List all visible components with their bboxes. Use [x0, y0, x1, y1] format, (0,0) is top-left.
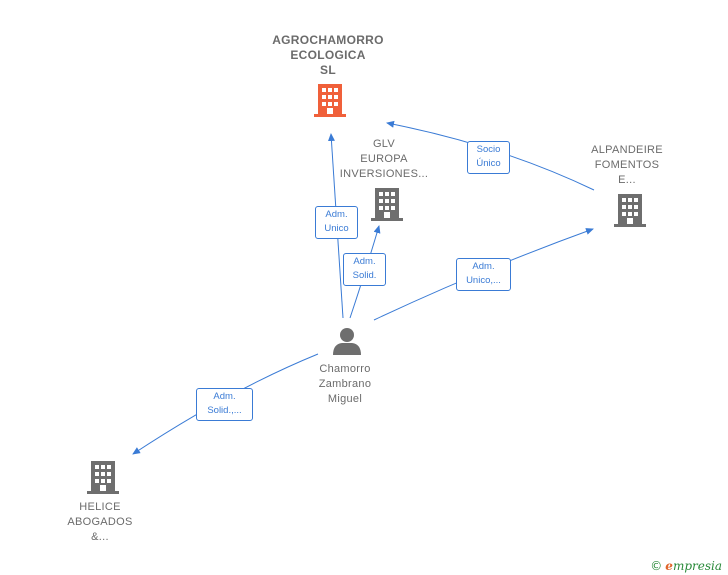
- edge-label-adm-unico-agro[interactable]: Adm. Unico: [315, 206, 358, 239]
- edge-label-line: Adm.: [213, 391, 236, 402]
- edge-label-adm-unico-alp[interactable]: Adm. Unico,...: [456, 258, 511, 291]
- node-label-line: Chamorro: [319, 363, 371, 375]
- node-label-line: ABOGADOS: [67, 516, 133, 528]
- node-label-line: ALPANDEIRE: [591, 144, 663, 156]
- copyright-icon: ©: [650, 559, 663, 573]
- brand-logo-text: mpresia: [672, 559, 722, 573]
- edge-label-line: Único: [476, 158, 501, 169]
- edge-label-line: Solid.,...: [207, 405, 242, 416]
- node-label-chamorro[interactable]: Chamorro Zambrano Miguel: [295, 362, 395, 407]
- edge-label-line: Socio: [476, 144, 501, 155]
- edge-label-line: Adm.: [325, 209, 348, 220]
- node-label-glv[interactable]: GLV EUROPA INVERSIONES...: [324, 137, 444, 182]
- node-label-line: E...: [618, 174, 636, 186]
- brand-footer: ©empresia: [650, 559, 722, 573]
- node-label-line: AGROCHAMORRO: [272, 33, 384, 47]
- brand-logo-letter: e: [665, 559, 673, 573]
- edge-label-line: Solid.: [352, 270, 377, 281]
- edge-label-line: Unico,...: [466, 275, 501, 286]
- edge-label-line: Unico: [324, 223, 349, 234]
- edge-label-line: Adm.: [353, 256, 376, 267]
- node-label-line: HELICE: [79, 501, 121, 513]
- node-label-line: &...: [91, 531, 109, 543]
- person-icon[interactable]: [333, 328, 361, 355]
- node-label-line: GLV: [372, 138, 396, 150]
- edge-label-socio-unico[interactable]: Socio Único: [467, 141, 510, 174]
- edge-label-adm-solid-helice[interactable]: Adm. Solid.,...: [196, 388, 253, 421]
- building-icon[interactable]: [87, 461, 119, 494]
- node-label-line: INVERSIONES...: [339, 168, 429, 180]
- building-icon[interactable]: [614, 194, 646, 227]
- building-icon[interactable]: [314, 84, 346, 117]
- node-label-agrochamorro[interactable]: AGROCHAMORRO ECOLOGICA SL: [258, 33, 398, 78]
- building-icon[interactable]: [371, 188, 403, 221]
- node-label-helice[interactable]: HELICE ABOGADOS &...: [50, 500, 150, 545]
- node-label-line: Zambrano: [318, 378, 372, 390]
- edge-label-line: Adm.: [472, 261, 495, 272]
- node-label-line: EUROPA: [360, 153, 408, 165]
- node-label-alpandeire[interactable]: ALPANDEIRE FOMENTOS E...: [577, 143, 677, 188]
- node-label-line: ECOLOGICA: [290, 48, 366, 62]
- edge-label-adm-solid-glv[interactable]: Adm. Solid.: [343, 253, 386, 286]
- node-label-line: FOMENTOS: [594, 159, 660, 171]
- node-label-line: Miguel: [327, 393, 363, 405]
- node-label-line: SL: [320, 63, 336, 77]
